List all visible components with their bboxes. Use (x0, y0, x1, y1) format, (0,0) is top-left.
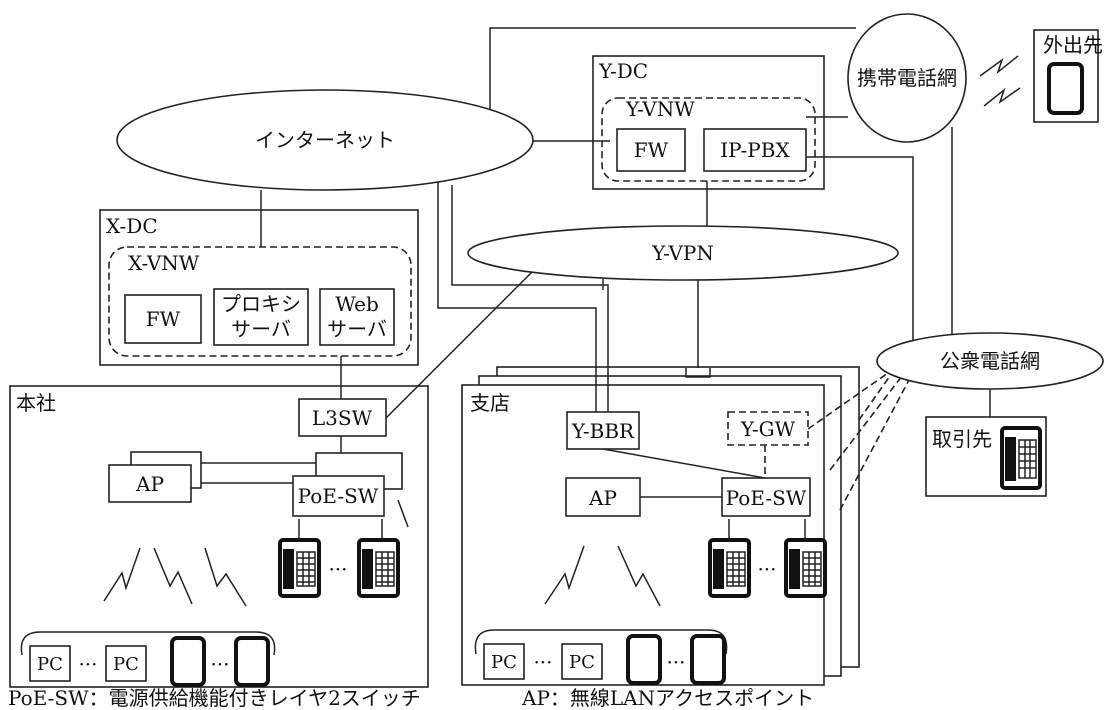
branch-poe-label: PoE-SW (726, 486, 807, 510)
hq-tablet-ellipsis: ··· (210, 652, 229, 676)
web-label-1: Web (335, 292, 379, 316)
ygw-box (727, 411, 809, 446)
proxy-label-1: プロキシ (221, 292, 301, 316)
hq-pc-1 (29, 645, 71, 682)
remote-wireless-signals (979, 55, 1021, 107)
ipbx-box (703, 128, 807, 172)
hq-pc-ellipsis: ··· (78, 652, 97, 676)
pstn-label: 公衆電話網 (940, 349, 1040, 373)
hq-ip-phone-1 (278, 538, 321, 598)
internet-label: インターネット (255, 128, 395, 152)
remote-label: 外出先 (1043, 33, 1103, 57)
ybbr-box (566, 411, 640, 450)
ipbx-label: IP-PBX (720, 138, 790, 162)
branch-tablet-1 (626, 634, 662, 685)
hq-pc-1-label: PC (37, 654, 63, 675)
branch-ap-box (565, 477, 641, 517)
xvnw-label: X-VNW (128, 251, 200, 275)
hq-poe-box (292, 475, 385, 517)
hq-pc-2-label: PC (113, 654, 139, 675)
xdc-fw-box (124, 294, 202, 344)
hq-pc-2 (105, 645, 147, 682)
branch-tablet-ellipsis: ··· (666, 650, 685, 674)
hq-ap-label: AP (135, 472, 164, 496)
hq-l3sw-box (298, 398, 387, 437)
mobile-net-cloud (847, 13, 967, 143)
ydc-fw-label: FW (634, 138, 669, 162)
web-server-box (319, 288, 395, 346)
hq-label: 本社 (16, 391, 56, 415)
branch-pc-1 (483, 643, 525, 680)
branch-pc-1-label: PC (491, 652, 517, 673)
branch-phone-ellipsis: ··· (757, 557, 776, 581)
xdc-fw-label: FW (146, 307, 181, 331)
branch-ip-phone-1 (708, 538, 751, 598)
ygw-label: Y-GW (740, 417, 796, 441)
partner-label: 取引先 (932, 427, 992, 451)
branch-pc-2-label: PC (569, 652, 595, 673)
branch-pc-2 (561, 643, 603, 680)
footnote-poe: PoE-SW：電源供給機能付きレイヤ2スイッチ (8, 686, 421, 710)
internet-cloud (116, 89, 534, 191)
hq-poe-label: PoE-SW (298, 484, 379, 508)
hq-wireless-signals (103, 547, 247, 607)
hq-client-bracket (20, 631, 276, 656)
footnote-ap: AP：無線LANアクセスポイント (521, 686, 814, 710)
hq-ip-phone-2 (357, 538, 400, 598)
ydc-label: Y-DC (598, 59, 648, 83)
branch-label: 支店 (470, 391, 510, 415)
hq-l3sw-label: L3SW (312, 406, 373, 430)
remote-smartphone (1047, 62, 1084, 115)
xvnw-box (108, 246, 412, 357)
hq-tablet-2 (234, 636, 270, 687)
hq-tablet-1 (170, 636, 206, 687)
hq-ap-box (108, 464, 192, 503)
branch-poe-box (721, 477, 811, 517)
connection-lines (201, 27, 991, 540)
branch-ip-phone-2 (784, 538, 827, 598)
yvpn-label: Y-VPN (651, 241, 714, 265)
branch-wireless-signals (544, 545, 661, 607)
partner-phone (1000, 426, 1042, 490)
pstn-cloud (876, 332, 1104, 390)
proxy-server-box (213, 288, 309, 346)
ydc-fw-box (616, 128, 686, 172)
hq-phone-ellipsis: ··· (328, 557, 347, 581)
branch-tablet-2 (690, 634, 726, 685)
ybbr-label: Y-BBR (571, 419, 635, 443)
branch-pc-ellipsis: ··· (533, 650, 552, 674)
xdc-label: X-DC (106, 214, 158, 238)
proxy-label-2: サーバ (231, 317, 291, 341)
yvpn-cloud (467, 225, 899, 281)
web-label-2: サーバ (327, 317, 387, 341)
mobile-net-label: 携帯電話網 (857, 66, 957, 90)
branch-ap-label: AP (588, 486, 617, 510)
yvnw-box (601, 97, 816, 182)
yvnw-label: Y-VNW (625, 97, 695, 121)
